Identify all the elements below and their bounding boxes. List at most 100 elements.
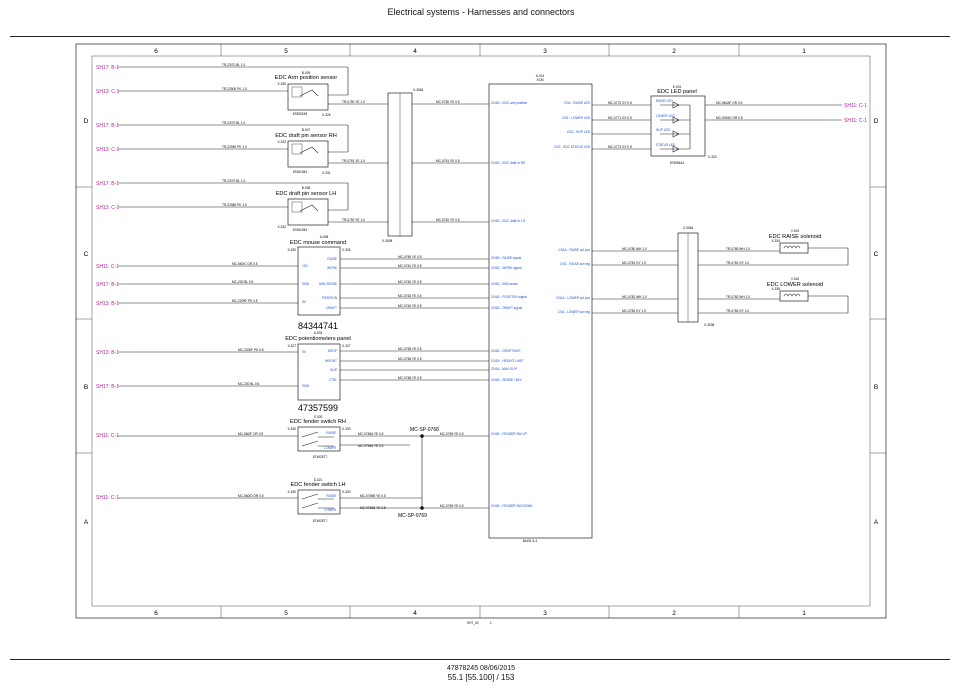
wire-label: MC-0761 YE 0.5 <box>398 264 422 268</box>
pin-label: WORK <box>327 266 338 270</box>
wire-label: TR-0781 GY 1.0 <box>726 261 749 265</box>
component-part: 84344741 <box>298 321 338 331</box>
wire-label: MC-0769 YE 0.5 <box>440 432 464 436</box>
offsheet-ref: SH13: C-1 <box>96 205 120 211</box>
wire-label: MC-0780 WH 1.0 <box>622 247 647 251</box>
splice-rh-node <box>420 434 424 438</box>
wire-label: MC-560/F OR 0.5 <box>238 432 263 436</box>
wire-label: MC-560/C OR 0.5 <box>232 262 258 266</box>
pin-label: N/W SENSE <box>319 282 337 286</box>
wire-label: TR-23/70 BL 1.0 <box>222 179 245 183</box>
connector-name: X-3008 <box>704 323 715 327</box>
splice-label: MC-SP-0769 <box>398 513 427 519</box>
component-name: EDC mouse command <box>290 240 346 246</box>
wire-label: MC-0762 YE 0.5 <box>398 280 422 284</box>
component-conn: X-327 <box>342 344 351 348</box>
sensor-conn: X-332 <box>277 225 286 229</box>
offsheet-ref: SH13: B-1 <box>96 301 119 307</box>
pin-label: 5V <box>302 300 307 304</box>
component-conn: X-327 <box>287 344 296 348</box>
component-name: EDC LED panel <box>657 89 697 95</box>
xcm-signal-label: CN1B - HEIGHT LIMIT <box>491 359 523 363</box>
raise-solenoid: Y-015 EDC RAISE solenoid X-334 <box>769 229 821 254</box>
pin-label: LOWER <box>324 508 336 512</box>
wire-label: MC-2200F PK 0.5 <box>238 348 264 352</box>
wire-label: MC-0763 YE 0.5 <box>398 294 422 298</box>
row-label-right: C <box>874 251 879 258</box>
arm-position-sensor: B-009 EDC Arm position sensor X-330 8780… <box>275 71 338 117</box>
pin-label: RAISE <box>326 494 336 498</box>
pin-label: 12V <box>302 264 309 268</box>
sheet-label: SH7_00 <box>467 621 479 625</box>
xcm-ref: A-001 <box>536 74 545 78</box>
xcm-signal-label: CN1B - WORK signal <box>491 266 522 270</box>
inline-connector-name-2: X-3064 <box>413 88 424 92</box>
wire-label: TR-22080 PK 1.0 <box>222 203 247 207</box>
splice-label: MC-SP-0768 <box>410 427 439 433</box>
pin-label: LOWER LED <box>656 114 675 118</box>
wire-label: MC-0769B YE 0.5 <box>360 494 386 498</box>
sensor-part: 87661284 <box>293 170 307 174</box>
pin-label: HEIGHT <box>325 359 337 363</box>
wire-label: MC-0783 GY 1.0 <box>622 309 646 313</box>
component-conn: X-330 <box>287 427 296 431</box>
mouse-command: A-008 EDC mouse command X-330 X-326 8434… <box>287 235 350 331</box>
header-rule <box>10 36 950 37</box>
xcm-signal-label: CN2 - RAISE sol neg <box>560 262 590 266</box>
xcm-signal-label: CN2 - RAISE LED <box>564 101 591 105</box>
pin-label: STATUS LED <box>656 143 676 147</box>
wire-label: MC-0770 GY 0.5 <box>608 101 632 105</box>
wire-label: TR-0782 WH 1.0 <box>726 295 750 299</box>
fender-switch-lh: S-021 EDC fender switch LH X-330 X-330 8… <box>287 478 350 523</box>
col-label-top: 4 <box>413 48 417 55</box>
wire-label: MC-2209F PK 0.5 <box>232 299 258 303</box>
component-part: 47357599 <box>298 403 338 413</box>
col-label-bottom: 5 <box>284 610 288 617</box>
component-name: EDC LOWER solenoid <box>767 282 823 288</box>
wire-label: MC-0782 WH 1.0 <box>622 295 647 299</box>
component-ref: E-001 <box>673 85 682 89</box>
pin-label: RAISE <box>326 431 336 435</box>
sensor-conn: X-332 <box>277 140 286 144</box>
xcm-signal-label: CN2 - LOWER sol neg <box>558 310 590 314</box>
offsheet-ref: SH13: C-1 <box>96 147 120 153</box>
wire-label: MC-0752 YE 0.5 <box>436 218 460 222</box>
footer-rule <box>10 659 950 660</box>
xcm-signal-label: CN1B - POSITION signal <box>491 295 527 299</box>
component-ref: A-003 <box>314 331 323 335</box>
component-ref: S-020 <box>314 415 323 419</box>
row-label-right: D <box>874 118 879 125</box>
inline-connector-name: X-3008 <box>382 239 393 243</box>
component-conn: X-326 <box>342 248 351 252</box>
wire-label: MC-0772 GY 0.5 <box>608 145 632 149</box>
wire-label: MC-0751 YE 0.5 <box>436 159 460 163</box>
component-part: 87452577 <box>313 455 327 459</box>
col-label-bottom: 1 <box>802 610 806 617</box>
offsheet-ref: SH11: C-1 <box>96 264 119 270</box>
component-name: EDC potentiometers panel <box>285 336 351 342</box>
component-part: 87452577 <box>313 519 327 523</box>
xcm-part: 84431 A-4 <box>523 539 538 543</box>
component-ref: A-008 <box>320 235 329 239</box>
offsheet-ref-out: SH11: C-1 <box>844 103 867 109</box>
col-label-top: 6 <box>154 48 158 55</box>
row-label-right: B <box>874 384 878 391</box>
offsheet-ref: SH17: B-1 <box>96 384 119 390</box>
pin-label: CTRL <box>329 378 338 382</box>
wire-label: MC-0766 YE 0.5 <box>398 357 422 361</box>
pin-label: RAISE <box>327 257 337 261</box>
wire-label: MC-560/D OR 0.5 <box>238 494 264 498</box>
component-ref: S-021 <box>314 478 323 482</box>
draft-pin-sensor-lh: B-008 EDC draft pin sensor LH X-332 8766… <box>276 186 337 232</box>
pin-label: POSITION <box>322 296 338 300</box>
fender-switch-rh: S-020 EDC fender switch RH X-330 X-330 8… <box>287 415 350 459</box>
component-conn: X-334 <box>771 239 780 243</box>
component-conn: X-330 <box>342 490 351 494</box>
page-header-title: Electrical systems - Harnesses and conne… <box>387 7 575 17</box>
component-conn: X-330 <box>287 248 296 252</box>
wire-label: MC-0769A YE 0.5 <box>358 432 384 436</box>
sensor-part: 87661284 <box>293 228 307 232</box>
xcm-signal-label: CN2 - EDC STATUS LED <box>554 145 591 149</box>
offsheet-ref: SH17: B-1 <box>96 65 119 71</box>
offsheet-ref: SH13: B-1 <box>96 350 119 356</box>
